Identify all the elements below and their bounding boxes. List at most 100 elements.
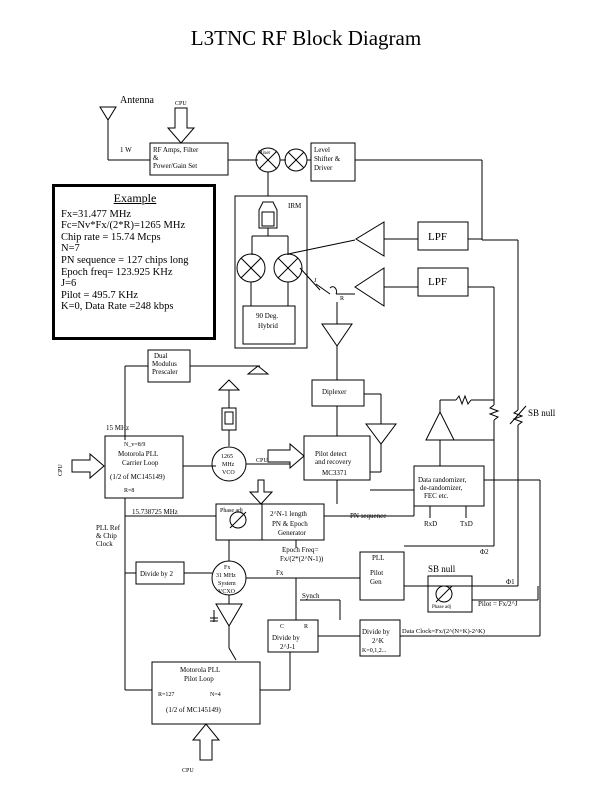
pilot-gen-box <box>359 551 405 601</box>
pn-gen-label: PN & Epoch <box>272 520 308 528</box>
div-r-label: R <box>304 624 308 630</box>
pilot-detect-label: MC3371 <box>322 469 347 477</box>
carrier-label: Motorola PLL <box>118 450 158 458</box>
amplifier-mid-icon <box>354 267 385 307</box>
pilot-loop-label: Motorola PLL <box>180 666 220 674</box>
div-c-label: C <box>280 624 284 630</box>
pll-pilot-label: Gen <box>370 578 382 586</box>
epoch-label: Epoch Freq= <box>282 546 318 554</box>
power-label: 1 W <box>120 146 132 154</box>
pilot-loop-label: Pilot Loop <box>184 675 214 683</box>
diplexer-box <box>311 379 365 407</box>
rf-amps-box <box>149 142 229 176</box>
example-box: Example Fx=31.477 MHz Fc=Nv*Fx/(2*R)=126… <box>52 184 216 340</box>
phase-adj-label: Phase adj <box>220 508 243 514</box>
pn-sequence-label: PN sequence <box>350 512 386 520</box>
level-label: Level <box>314 146 330 154</box>
txd-label: TxD <box>460 520 473 528</box>
antenna-label: Antenna <box>120 95 154 106</box>
data-clock-label: Data Clock=Fx/(2^(N+K)-2^K) <box>402 628 485 635</box>
datamux-label: de-randomizer, <box>420 484 463 492</box>
example-line: J=6 <box>61 278 77 290</box>
page-title: L3TNC RF Block Diagram <box>190 26 422 50</box>
lpf-top-box <box>417 221 469 251</box>
divn-label: 2^J-1 <box>280 643 296 651</box>
level-shifter-box <box>310 142 356 182</box>
example-line: K=0, Data Rate =248 kbps <box>61 301 174 313</box>
carrier-label: Carrier Loop <box>122 459 159 467</box>
sb-null-top-label: SB null <box>528 408 556 418</box>
lpf-mid-box <box>417 267 469 297</box>
switch-j-label: J <box>314 278 317 284</box>
rf-amps-label: Power/Gain Set <box>153 162 197 170</box>
mhz15-label: 15 MHz <box>106 424 129 432</box>
lpf-top-label: LPF <box>428 231 447 243</box>
cpu-down-arrow-icon <box>248 479 274 505</box>
cpu-mid-label: CPU <box>256 458 268 464</box>
carrier-nv-label: N_v=8/9 <box>124 442 145 448</box>
example-line: Epoch freq= 123.925 KHz <box>61 266 173 278</box>
pll-ref-label: PLL Ref <box>96 524 121 532</box>
vco-label: 1265 <box>221 454 233 460</box>
datamux-label: Data randomizer, <box>418 476 467 484</box>
hybrid-box <box>242 305 296 345</box>
divide-2k-box <box>359 619 401 657</box>
cpu-input-arrow-icon <box>166 107 196 144</box>
amp-small-2-icon <box>217 379 241 391</box>
amp-small-icon <box>246 365 270 375</box>
prescaler-label: Prescaler <box>152 368 178 376</box>
prescaler-label: Dual <box>154 352 168 360</box>
phi2-label: Φ2 <box>480 548 489 556</box>
divk-label: K=0,1,2... <box>362 648 387 654</box>
phi1-label: Φ1 <box>506 578 515 586</box>
rxd-label: RxD <box>424 520 437 528</box>
example-heading: Example <box>113 191 157 205</box>
fx-label: 31 MHz <box>216 573 236 579</box>
vco-label: MHz <box>222 462 235 468</box>
pll-pilot-label: PLL <box>372 554 384 562</box>
rf-amps-label: RF Amps, Filter <box>153 146 199 154</box>
fx-label: System <box>218 581 236 587</box>
carrier-label: (1/2 of MC145149) <box>110 473 166 481</box>
sb-null-pot-icon <box>512 409 524 426</box>
pilot-loop-label: (1/2 of MC145149) <box>166 706 222 714</box>
irm-box <box>234 195 308 349</box>
example-line: PN sequence = 127 chips long <box>61 254 189 266</box>
pilot-eq-label: Pilot = Fx/2^J <box>478 600 518 608</box>
divide2-label: Divide by 2 <box>140 570 174 578</box>
example-line: Fc=Nv*Fx/(2*R)=1265 MHz <box>61 220 186 232</box>
diplexer-label: Diplexer <box>322 388 347 396</box>
synch-label: Synch <box>302 592 320 600</box>
pll-pilot-label: Pilot <box>370 569 383 577</box>
datamux-label: FEC etc. <box>424 492 449 500</box>
example-line: N=7 <box>61 243 80 255</box>
phase-adj-icon <box>229 511 247 529</box>
pilot-detect-label: and recovery <box>315 458 352 466</box>
divk-label: 2^K <box>372 637 384 645</box>
prescaler-label: Modulus <box>152 360 177 368</box>
carrier-r-label: R=8 <box>124 488 134 494</box>
divn-label: Divide by <box>272 634 300 642</box>
opamp-icon <box>425 410 455 441</box>
rf-amps-label: & <box>153 154 159 162</box>
amplifier-down-icon <box>321 323 353 347</box>
lpf-mid-label: LPF <box>428 276 447 288</box>
fx-label: VCXO <box>218 589 236 595</box>
pn-generator-box <box>215 503 325 541</box>
pll-ref-label: Clock <box>96 540 113 548</box>
carrier-loop-box <box>104 435 184 499</box>
cpu-mid-arrow-icon <box>267 442 305 470</box>
example-line: Pilot = 495.7 KHz <box>61 289 139 301</box>
epoch-label: Fx/(2*(2^N-1)) <box>280 555 324 563</box>
level-label: Shifter & <box>314 155 341 163</box>
data-randomizer-box <box>413 465 485 507</box>
antenna-icon <box>99 106 117 160</box>
pn-gen-label: Generator <box>278 529 307 537</box>
example-line: Chip rate = 15.74 Mcps <box>61 231 161 243</box>
cpu-bottom-arrow-icon <box>191 723 221 761</box>
freq-15738-label: 15.738725 MHz <box>132 508 178 516</box>
cpu-bottom-label: CPU <box>182 768 194 774</box>
sb-null-bot-label: SB null <box>428 564 456 574</box>
mixer-label: Mixer <box>258 151 271 156</box>
hybrid-label: 90 Deg. <box>256 312 278 320</box>
